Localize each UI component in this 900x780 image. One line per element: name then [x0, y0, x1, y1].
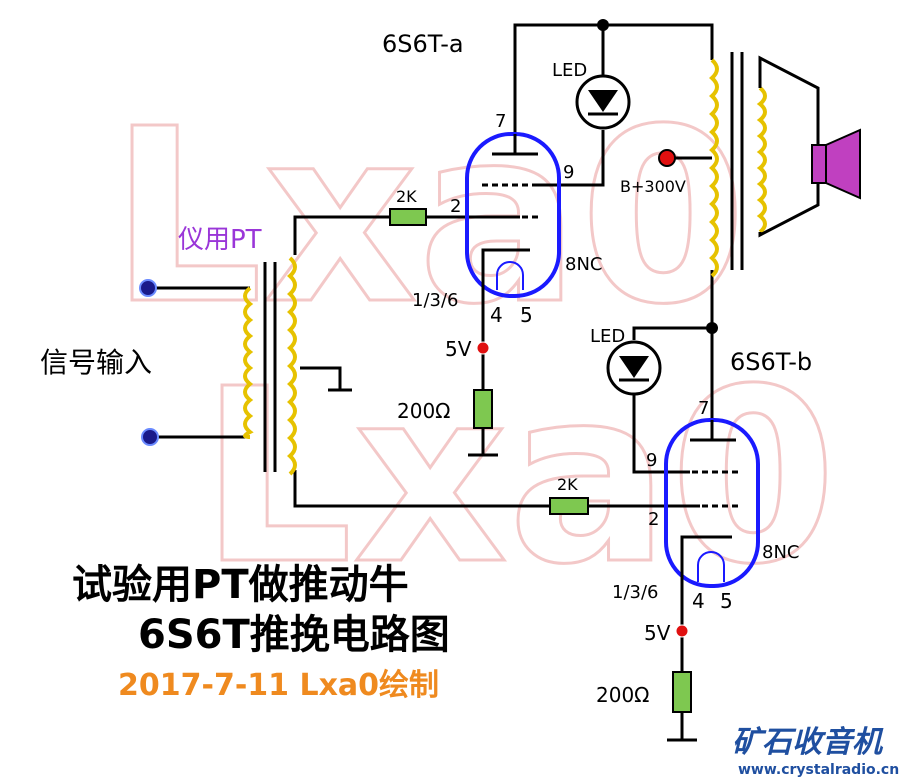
- title-byline: 2017-7-11 Lxa0绘制: [118, 668, 439, 703]
- label-5v-a: 5V: [445, 337, 472, 361]
- led-a: [575, 74, 631, 130]
- pin-2-b: 2: [648, 509, 659, 530]
- pt-secondary-coil: [287, 256, 297, 476]
- label-bplus: B+300V: [620, 177, 686, 196]
- title-block: 试验用PT做推动牛 6S6T推挽电路图 2017-7-11 Lxa0绘制: [72, 562, 450, 703]
- component-labels: 6S6T-a LED LED 6S6T-b 仪用PT 信号输入 2K 2K B+…: [40, 30, 812, 707]
- resistor-grid-a: [389, 208, 427, 226]
- label-r-grid-b: 2K: [557, 475, 578, 494]
- watermark: Lxa0 Lxa0: [109, 76, 839, 619]
- pin-7-a: 7: [495, 111, 506, 132]
- v5-dot-a: [476, 341, 490, 355]
- pin-8nc-a: 8NC: [565, 254, 603, 275]
- label-pt: 仪用PT: [178, 225, 262, 255]
- pin-4-a: 4: [490, 303, 503, 327]
- label-5v-b: 5V: [644, 621, 671, 645]
- pin-8nc-b: 8NC: [762, 542, 800, 563]
- led-b: [606, 340, 662, 396]
- tube-a: [465, 132, 561, 298]
- label-rk-b: 200Ω: [596, 683, 649, 707]
- pin-4-b: 4: [692, 589, 705, 613]
- ot-primary-coil: [709, 58, 719, 278]
- label-rk-a: 200Ω: [397, 399, 450, 423]
- junctions: [476, 19, 718, 638]
- pin-9-b: 9: [646, 450, 657, 471]
- pin-5-a: 5: [520, 303, 533, 327]
- title-line-1: 试验用PT做推动牛: [72, 562, 409, 608]
- resistor-cathode-a: [473, 389, 493, 429]
- bplus-terminal: [658, 149, 676, 167]
- input-transformer: [243, 256, 297, 476]
- pin-9-a: 9: [563, 162, 574, 183]
- resistor-grid-b: [549, 497, 589, 515]
- pin-136-a: 1/3/6: [412, 290, 459, 311]
- resistor-cathode-b: [672, 671, 692, 713]
- label-input: 信号输入: [40, 346, 152, 379]
- pin-136-b: 1/3/6: [612, 582, 659, 603]
- input-terminal-bottom: [141, 428, 159, 446]
- v5-dot-b: [675, 624, 689, 638]
- output-transformer: [709, 52, 820, 278]
- brand: 矿石收音机 www.crystalradio.cn: [732, 725, 899, 778]
- brand-url: www.crystalradio.cn: [738, 762, 899, 778]
- speaker-icon: [811, 128, 861, 200]
- ot-secondary-coil: [756, 86, 767, 234]
- label-led-a: LED: [552, 60, 587, 81]
- label-tube-a: 6S6T-a: [382, 30, 464, 58]
- pt-primary-coil: [243, 286, 254, 439]
- pin-5-b: 5: [720, 589, 733, 613]
- tube-b: [664, 418, 760, 588]
- watermark-text-2: Lxa0: [200, 337, 837, 617]
- label-led-b: LED: [590, 326, 625, 347]
- pin-7-b: 7: [698, 398, 709, 419]
- pin-2-a: 2: [450, 196, 461, 217]
- input-terminal-top: [139, 279, 157, 297]
- label-tube-b: 6S6T-b: [730, 348, 812, 376]
- input-terminals: [139, 279, 159, 446]
- label-r-grid-a: 2K: [396, 187, 417, 206]
- title-line-2: 6S6T推挽电路图: [138, 612, 450, 658]
- brand-name: 矿石收音机: [732, 725, 884, 760]
- resistors: [389, 208, 692, 713]
